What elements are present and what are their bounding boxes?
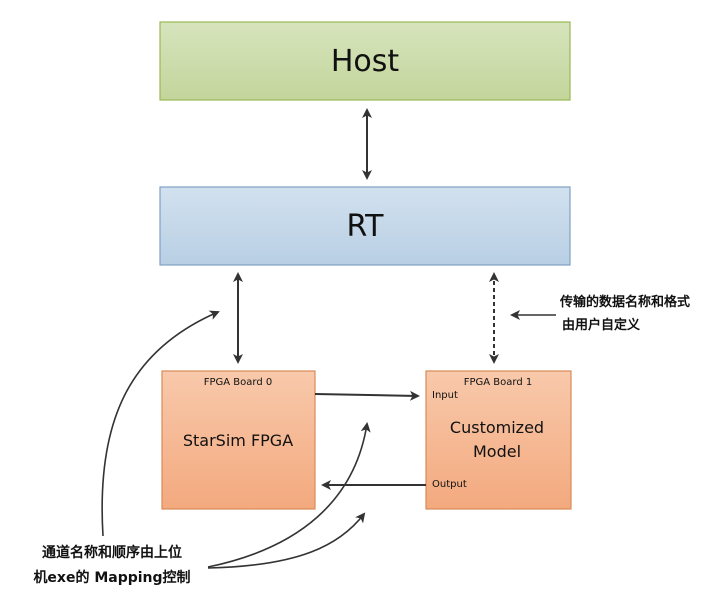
annotation-bottom-line2: 机exe的 Mapping控制 (33, 569, 190, 586)
board1-title-line1: Customized (450, 418, 544, 437)
annotation-right-line1: 传输的数据名称和格式 (559, 294, 690, 310)
rt-title: RT (347, 209, 385, 244)
annotation-right: 传输的数据名称和格式 由用户自定义 (559, 294, 690, 333)
host-title: Host (331, 44, 400, 79)
board1-output-label: Output (432, 479, 467, 490)
board0-title: StarSim FPGA (183, 431, 293, 450)
curve-to-output-arrow (207, 512, 366, 569)
board0-to-input-arrow (314, 390, 420, 401)
curve-to-board0-to-input-arrow (207, 422, 371, 568)
board1-input-label: Input (432, 390, 458, 401)
fpga-board-1: FPGA Board 1 Input Customized Model Outp… (425, 370, 572, 510)
annotation-bottom-line1: 通道名称和顺序由上位 (42, 544, 182, 561)
board1-label: FPGA Board 1 (464, 377, 532, 388)
connectors (101, 108, 556, 569)
host-box: Host (159, 21, 571, 101)
rt-box: RT (159, 186, 571, 266)
annotation-right-line2: 由用户自定义 (562, 317, 641, 333)
board0-label: FPGA Board 0 (204, 377, 272, 388)
annotation-bottom: 通道名称和顺序由上位 机exe的 Mapping控制 (33, 544, 190, 586)
curve-to-rt-board0-arrow (101, 310, 220, 537)
board1-title-line2: Model (473, 442, 521, 461)
fpga-board-0: FPGA Board 0 StarSim FPGA (161, 370, 316, 510)
